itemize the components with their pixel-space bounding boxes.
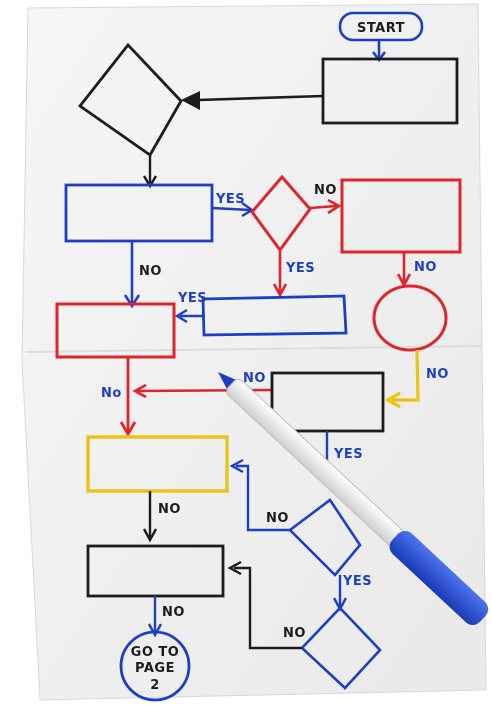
start-label: START: [357, 21, 405, 36]
yes-label-4: YES: [333, 447, 363, 462]
no-label-red-box: NO: [414, 260, 437, 275]
goto-line2: PAGE: [135, 661, 175, 676]
goto-line3: 2: [150, 678, 160, 693]
goto-line1: GO TO: [131, 645, 180, 660]
no-label-yellow: NO: [158, 502, 181, 517]
no-label-red-diamond: NO: [314, 183, 337, 198]
yes-label-5: YES: [342, 574, 372, 589]
yes-label-2: YES: [285, 261, 315, 276]
no-label-6: NO: [162, 605, 185, 620]
no-label-1: NO: [139, 264, 162, 279]
no-label-2: NO: [243, 371, 266, 386]
yes-label-1: YES: [215, 192, 245, 207]
no-label-3: NO: [426, 367, 449, 382]
no-label-5: NO: [283, 626, 306, 641]
no-label-4: NO: [266, 511, 289, 526]
no-label-mixed-1: No: [101, 386, 122, 401]
yes-label-3: YES: [177, 291, 207, 306]
